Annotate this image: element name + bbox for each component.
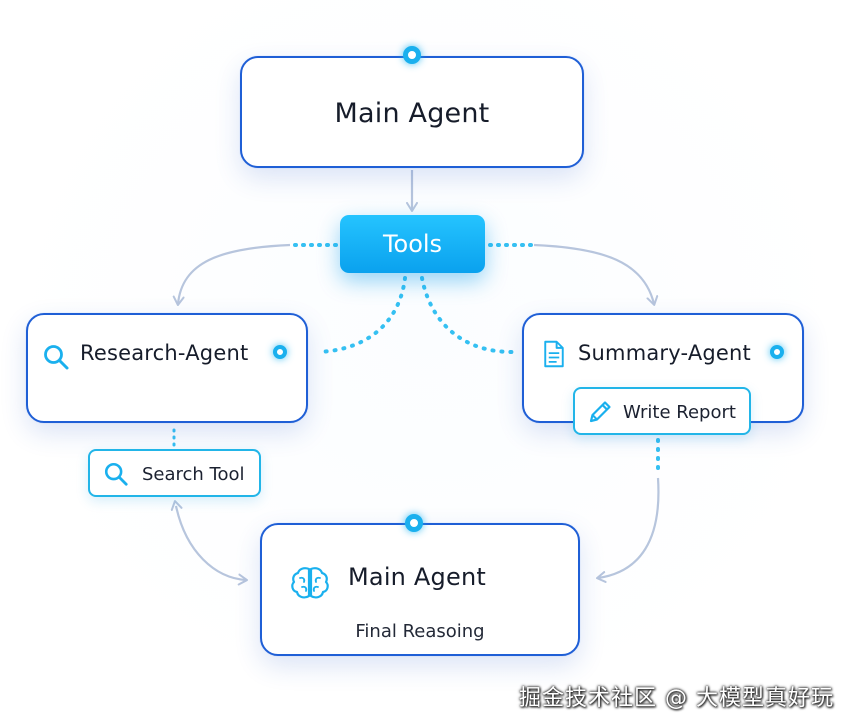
- search-icon: [44, 345, 69, 370]
- main-agent-node[interactable]: Main Agent: [240, 56, 584, 168]
- arrow-write-to-main: [596, 477, 660, 583]
- main-agent-port: [403, 46, 421, 64]
- final-reasoning-label: Final Reasoing: [355, 621, 485, 642]
- research-agent-title: Research-Agent: [80, 341, 249, 365]
- arrow-search-to-main: [170, 500, 248, 586]
- dotted-link-tools-research: [316, 276, 407, 354]
- final-main-agent-title: Main Agent: [348, 563, 486, 591]
- search-tool-label: Search Tool: [142, 464, 245, 485]
- pencil-icon: [589, 401, 611, 423]
- brain-icon: [291, 567, 329, 599]
- search-tool[interactable]: Search Tool: [88, 449, 261, 497]
- curve-to-research: [172, 243, 291, 306]
- final-main-agent-port: [405, 514, 423, 532]
- dotted-link-tools-summary: [420, 276, 514, 354]
- search-icon: [104, 462, 128, 486]
- watermark-text: 掘金技术社区 @ 大模型真好玩: [519, 686, 834, 711]
- document-icon: [544, 340, 564, 368]
- summary-agent-port: [770, 345, 784, 359]
- write-report-label: Write Report: [623, 402, 736, 423]
- summary-agent-title: Summary-Agent: [578, 341, 751, 365]
- main-agent-title: Main Agent: [334, 98, 490, 129]
- write-report-tool[interactable]: Write Report: [573, 387, 751, 435]
- tools-node[interactable]: Tools: [340, 215, 485, 273]
- final-main-agent-node[interactable]: Main Agent Final Reasoing: [260, 523, 580, 656]
- research-agent-port: [273, 345, 287, 359]
- curve-to-summary: [533, 243, 659, 306]
- research-agent-node[interactable]: Research-Agent: [26, 313, 308, 423]
